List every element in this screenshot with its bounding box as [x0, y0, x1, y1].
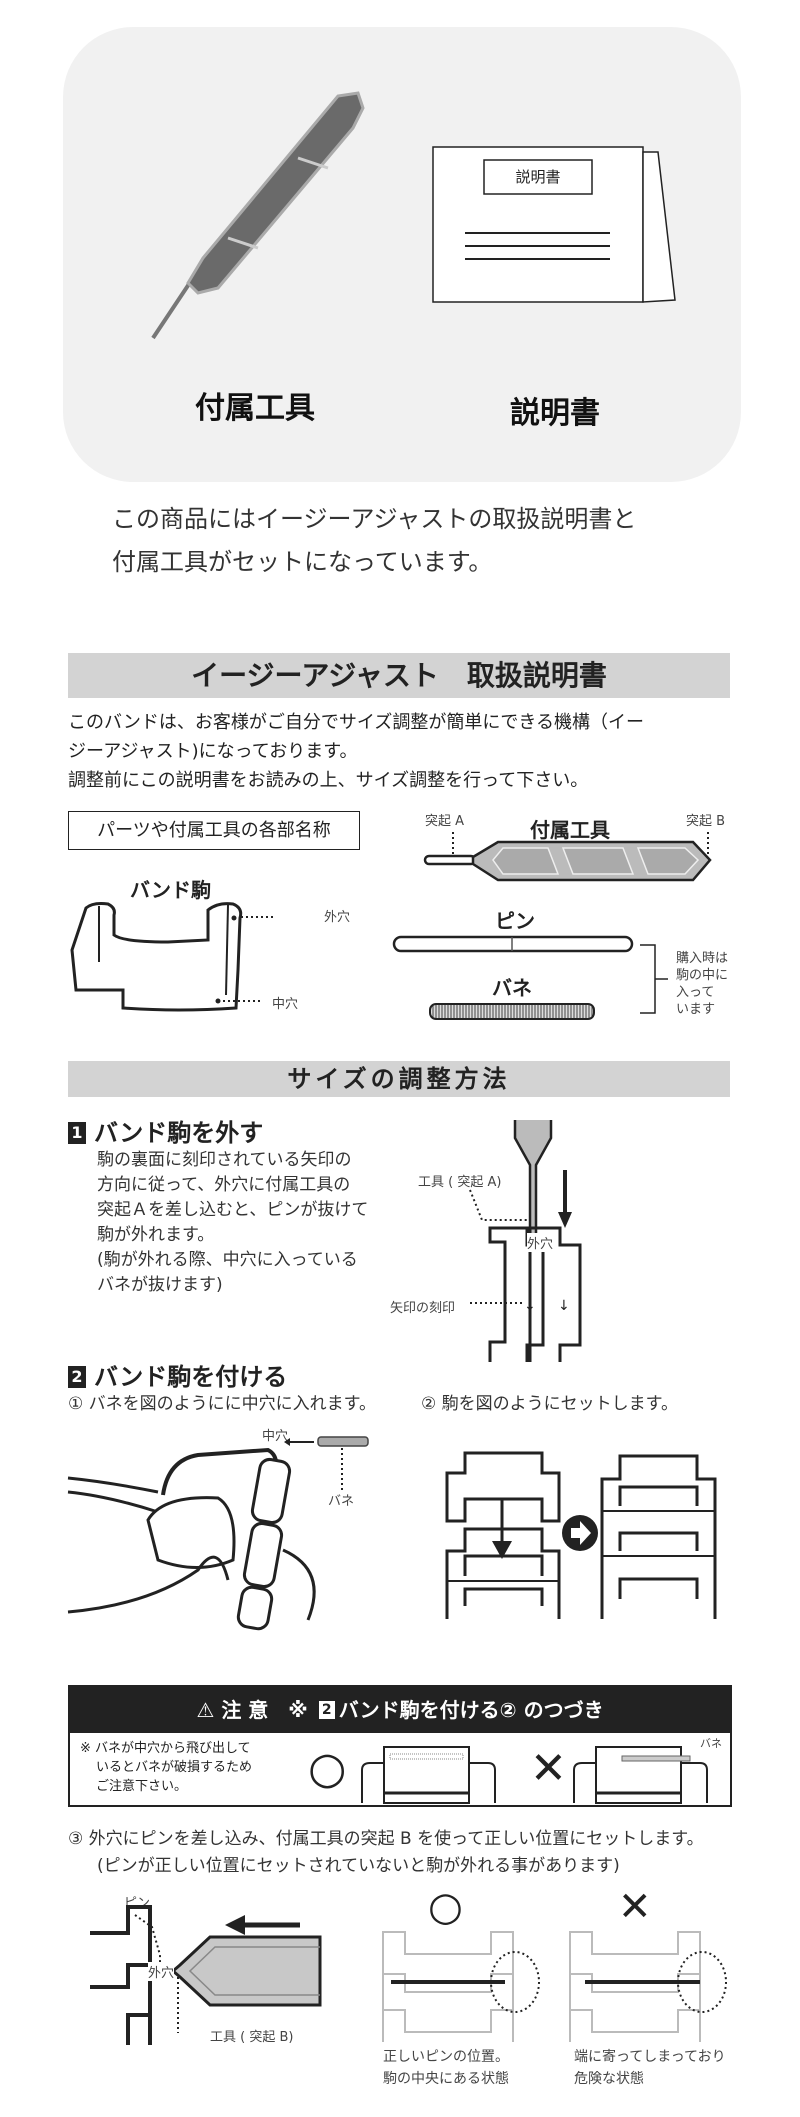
caution-ok-mark: ○: [308, 1743, 347, 1794]
step3-ng-caption: 端に寄ってしまっており 危険な状態: [574, 2046, 726, 2090]
parts-tool-label: 付属工具: [530, 818, 610, 842]
step1-body: 駒の裏面に刻印されている矢印の 方向に従って、外穴に付属工具の 突起Ａを差し込む…: [97, 1148, 368, 1298]
hand-with-band-drawing: [67, 1436, 369, 1631]
manual-para-line-2: ジーアジャスト)になっております。: [68, 741, 358, 762]
arrow-mark-label: 矢印の刻印: [390, 1301, 456, 1316]
step1-line: 突起Ａを差し込むと、ピンが抜けて: [97, 1200, 369, 1220]
warning-icon: ⚠: [196, 1698, 222, 1722]
step1-line: (駒が外れる際、中穴に入っている: [97, 1250, 358, 1270]
step2-sub1: ① バネを図のようにに中穴に入れます。: [68, 1394, 376, 1414]
step3-ng-diagram: [569, 1931, 727, 2042]
spring-drawing: [429, 1003, 595, 1020]
center-hole-label: 中穴: [272, 997, 299, 1012]
caution-ok-diagram: [361, 1746, 496, 1804]
caution-note-line: いるとバネが破損するため: [96, 1760, 253, 1775]
manual-cover-text: 説明書: [515, 168, 561, 186]
step1-line: 駒の裏面に刻印されている矢印の: [97, 1150, 352, 1170]
caution-note: ※ バネが中穴から飛び出して いるとバネが破損するため ご注意下さい。: [80, 1739, 252, 1796]
tip-a-label: 突起 A: [425, 814, 465, 829]
step3-outer-hole-label: 外穴: [148, 1962, 175, 1981]
caution-spring-label: バネ: [700, 1737, 722, 1750]
link-set-diagram: [445, 1451, 717, 1619]
step1-title: バンド駒を外す: [94, 1119, 264, 1147]
svg-text:↓: ↓: [558, 1298, 570, 1314]
ng-caption-line: 端に寄ってしまっており: [574, 2049, 726, 2065]
ok-caption-line: 正しいピンの位置。: [383, 2049, 509, 2065]
ng-caption-line: 危険な状態: [574, 2071, 644, 2087]
step3-line-1: ③ 外穴にピンを差し込み、付属工具の突起 B を使って正しい位置にセットします。: [68, 1829, 704, 1849]
step1-outer-hole-label: 外穴: [527, 1233, 554, 1252]
step2-spring-label: バネ: [328, 1494, 355, 1509]
parts-title-box: パーツや付属工具の各部名称: [68, 811, 360, 850]
caution-note-line: ご注意下さい。: [96, 1779, 188, 1794]
manual-label: 説明書: [510, 396, 600, 431]
pin-spring-bracket: [640, 944, 668, 1014]
tip-b-label: 突起 B: [686, 814, 726, 829]
note-line: 入って: [676, 985, 715, 1000]
step1-line: 方向に従って、外穴に付属工具の: [97, 1175, 351, 1195]
caution-ng-mark: ✕: [530, 1743, 567, 1794]
manual-para-line-3: 調整前にこの説明書をお読みの上、サイズ調整を行って下さい。: [68, 770, 589, 791]
tool-label: 付属工具: [195, 391, 315, 426]
pin-drawing: [392, 935, 634, 953]
caution-note-line: ※ バネが中穴から飛び出して: [80, 1741, 251, 1756]
step3-ok-mark: ○: [428, 1884, 463, 1930]
outer-hole-label: 外穴: [324, 910, 351, 925]
step3-insert-diagram: [90, 1905, 322, 2045]
tool-illustration: [151, 91, 365, 340]
step1-line: 駒が外れます。: [97, 1225, 215, 1245]
caution-header-text: バンド駒を付ける② のつづき: [338, 1698, 604, 1722]
link-label: バンド駒: [130, 878, 211, 902]
caption-line-2: 付属工具がセットになっています。: [112, 548, 493, 576]
caution-step-number: 2: [318, 1701, 335, 1719]
caution-ng-diagram: [573, 1746, 708, 1804]
spring-label: バネ: [492, 976, 532, 1000]
manual-booklet-illustration: [432, 146, 676, 303]
pin-label: ピン: [495, 909, 535, 933]
method-title: サイズの調整方法: [68, 1061, 730, 1097]
note-line: います: [676, 1002, 716, 1017]
note-line: 購入時は: [676, 951, 729, 966]
step1-number: 1: [68, 1122, 86, 1144]
caption-line-1: この商品にはイージーアジャストの取扱説明書と: [112, 505, 637, 533]
step3-line-2: (ピンが正しい位置にセットされていないと駒が外れる事があります): [97, 1856, 620, 1876]
step3-ok-diagram: [382, 1931, 540, 2042]
step2-number: 2: [68, 1366, 86, 1388]
step3-ok-caption: 正しいピンの位置。 駒の中央にある状態: [383, 2046, 509, 2090]
step1-tool-label: 工具 ( 突起 A): [418, 1175, 502, 1190]
purchase-note: 購入時は 駒の中に 入って います: [676, 950, 728, 1018]
step1-leader-lines: [469, 1189, 530, 1304]
step2-heading: 2 バンド駒を付ける: [68, 1357, 287, 1392]
step2-title: バンド駒を付ける: [94, 1363, 288, 1391]
step1-line: バネが抜けます): [97, 1275, 223, 1295]
manual-title: イージーアジャスト 取扱説明書: [68, 653, 730, 698]
step2-center-hole-label: 中穴: [262, 1429, 289, 1444]
step3-tool-label: 工具 ( 突起 B): [210, 2030, 294, 2045]
band-link-drawing: [70, 902, 273, 1012]
parts-tool-drawing: [423, 832, 712, 882]
step2-sub2: ② 駒を図のようにセットします。: [421, 1394, 678, 1414]
step3-ng-mark: ✕: [618, 1884, 652, 1930]
manual-para-line-1: このバンドは、お客様がご自分でサイズ調整が簡単にできる機構（イー: [68, 712, 644, 733]
note-line: 駒の中に: [676, 968, 729, 983]
step1-heading: 1 バンド駒を外す: [68, 1113, 263, 1148]
caution-prefix: 注 意 ※: [221, 1698, 308, 1722]
ok-caption-line: 駒の中央にある状態: [383, 2071, 509, 2087]
svg-text:↓: ↓: [524, 1298, 536, 1314]
